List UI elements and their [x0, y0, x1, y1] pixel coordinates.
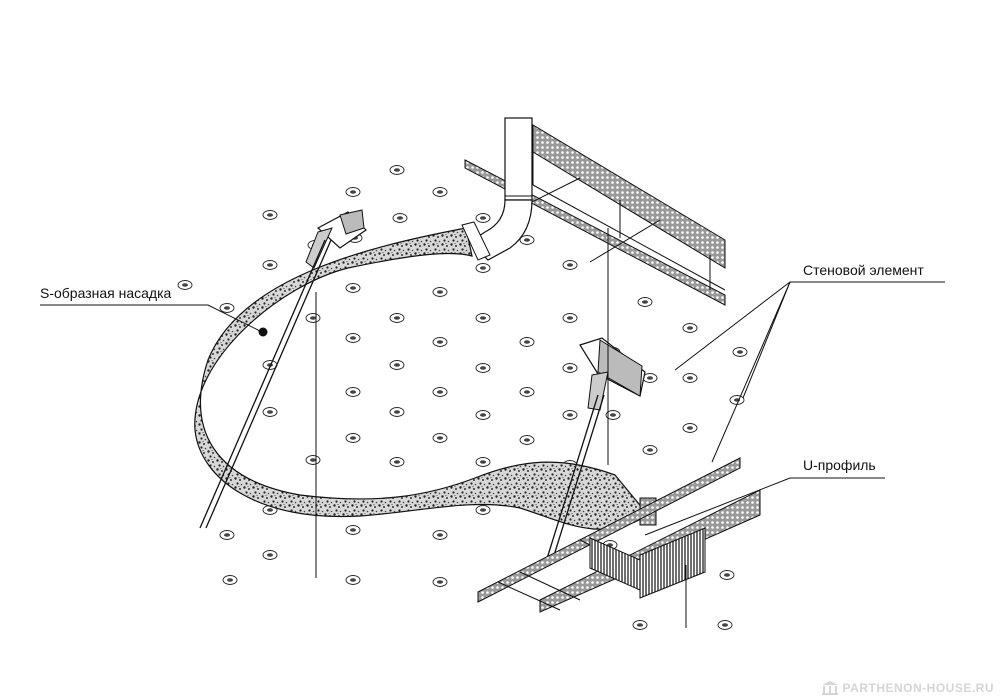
perforation-hole-center: [647, 448, 653, 452]
perforation-hole-center: [724, 573, 730, 577]
perforation-hole-center: [480, 413, 486, 417]
u-profile-label: U-профиль: [803, 457, 876, 473]
temple-icon: [821, 681, 838, 695]
perforation-hole-center: [524, 438, 530, 442]
perforation-hole-center: [437, 580, 443, 584]
perforation-hole-center: [647, 376, 653, 380]
perforation-hole-center: [224, 306, 230, 310]
perforation-hole-center: [480, 316, 486, 320]
perforation-hole-center: [637, 623, 643, 627]
perforation-hole-center: [437, 533, 443, 537]
perforation-hole-center: [437, 340, 443, 344]
perforation-hole-center: [722, 623, 728, 627]
watermark: PARTHENON-HOUSE.RU: [821, 680, 994, 696]
perforation-hole-center: [394, 363, 400, 367]
perforation-hole-center: [567, 263, 573, 267]
perforation-hole-center: [227, 578, 233, 582]
perforation-hole-center: [310, 458, 316, 462]
perforation-hole-center: [480, 266, 486, 270]
perforation-hole-center: [350, 336, 356, 340]
perforation-hole-center: [267, 263, 273, 267]
perforation-hole-center: [480, 460, 486, 464]
perforation-hole-center: [394, 168, 400, 172]
perforation-hole-center: [524, 390, 530, 394]
wall-element-label: Стеновой элемент: [803, 262, 924, 278]
perforation-hole-center: [350, 286, 356, 290]
watermark-text: PARTHENON-HOUSE.RU: [842, 681, 994, 695]
left-bracket: [199, 209, 367, 529]
perforation-hole-center: [437, 190, 443, 194]
perforation-hole-center: [397, 216, 403, 220]
perforation-hole-center: [224, 533, 230, 537]
perforation-hole-center: [610, 413, 616, 417]
perforation-hole-center: [267, 213, 273, 217]
perforation-hole-center: [350, 436, 356, 440]
perforation-hole-center: [437, 390, 443, 394]
perforation-hole-center: [737, 350, 743, 354]
perforation-hole-center: [480, 216, 486, 220]
perforation-hole-center: [687, 376, 693, 380]
perforation-hole-center: [437, 290, 443, 294]
perforation-hole-center: [480, 508, 486, 512]
perforation-hole-center: [394, 410, 400, 414]
leader-lines: [40, 281, 945, 536]
perforation-hole-center: [350, 390, 356, 394]
bottom-u-profile: [477, 457, 761, 613]
perforation-hole-center: [310, 316, 316, 320]
perforation-hole-center: [567, 413, 573, 417]
s-nozzle-hose: [194, 227, 649, 530]
perforation-hole-center: [350, 578, 356, 582]
perforation-hole-center: [267, 508, 273, 512]
perforation-hole-center: [524, 340, 530, 344]
perforation-hole-center: [567, 316, 573, 320]
perforation-hole-center: [267, 410, 273, 414]
perforation-hole-center: [567, 366, 573, 370]
perforation-hole-center: [524, 238, 530, 242]
perforation-hole-center: [687, 326, 693, 330]
perforation-hole-center: [350, 190, 356, 194]
perforation-hole-center: [437, 436, 443, 440]
perforation-hole-center: [267, 553, 273, 557]
hose-collar: [461, 221, 491, 261]
perforation-hole-center: [350, 528, 356, 532]
perforation-hole-center: [642, 300, 648, 304]
perforation-hole-center: [182, 283, 188, 287]
perforation-hole-center: [480, 366, 486, 370]
wall-perforations: [177, 165, 748, 630]
perforation-hole-center: [687, 426, 693, 430]
perforation-hole-center: [394, 460, 400, 464]
right-bracket: [544, 337, 646, 566]
s-nozzle-label: S-образная насадка: [40, 285, 172, 301]
perforation-hole-center: [394, 316, 400, 320]
